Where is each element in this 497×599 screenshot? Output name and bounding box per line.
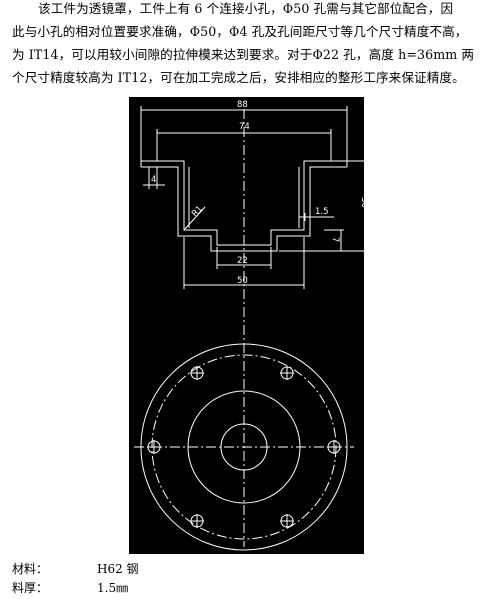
paragraph-line: 个尺寸精度较高为 IT12，可在加工完成之后，安排相应的整形工序来保证精度。 <box>12 70 465 85</box>
engineering-drawing: 88 74 4 R1 1.5 36 7 22 50 <box>129 97 364 554</box>
dim-wall-label: 1.5 <box>315 207 329 217</box>
thickness-value: 1.5㎜ <box>97 581 129 595</box>
dim-r1-label: R1 <box>190 204 205 219</box>
dim-22-label: 22 <box>237 256 248 266</box>
dim-74-label: 74 <box>239 122 250 132</box>
dim-4-label: 4 <box>151 175 156 185</box>
hole-marks <box>147 366 341 528</box>
dim-50-label: 50 <box>237 276 248 286</box>
thickness-label: 料厚： <box>12 581 49 595</box>
paragraph-line: 此与小孔的相对位置要求准确，Φ50，Φ4 孔及孔间距尺寸等几个尺寸精度不高， <box>12 24 468 39</box>
dim-36-label: 36 <box>359 197 364 208</box>
profile-inner <box>141 166 347 252</box>
paragraph-line: 该工件为透镜罩，工件上有 6 个连接小孔，Φ50 孔需与其它部位配合，因 <box>38 1 454 16</box>
profile-outer <box>141 160 347 246</box>
dim-88-label: 88 <box>237 100 248 110</box>
description-paragraph: 该工件为透镜罩，工件上有 6 个连接小孔，Φ50 孔需与其它部位配合，因 此与小… <box>12 0 492 89</box>
drawing-svg: 88 74 4 R1 1.5 36 7 22 50 <box>134 100 364 551</box>
material-label: 材料： <box>12 562 49 576</box>
paragraph-line: 为 IT14，可以用较小间隙的拉伸模来达到要求。对于Φ22 孔，高度 h=36m… <box>12 47 475 62</box>
dim-7-label: 7 <box>330 237 340 242</box>
material-value: H62 钢 <box>97 562 139 576</box>
